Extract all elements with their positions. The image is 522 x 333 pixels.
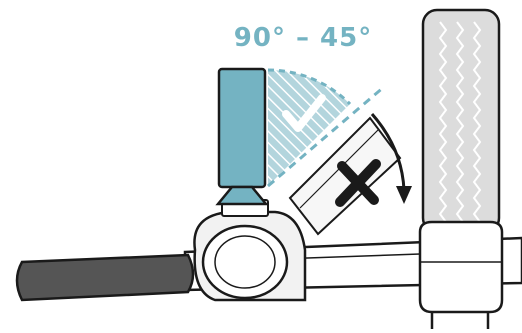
tire-tread: [438, 21, 482, 223]
limit-line-45: [267, 84, 386, 188]
tire: [421, 8, 501, 234]
mount-base: [193, 199, 307, 302]
angle-range-label: 90° – 45°: [233, 23, 373, 53]
stem-clamp: [418, 220, 504, 314]
cross-icon: [335, 159, 381, 207]
check-icon: [282, 94, 326, 132]
curved-arrow-icon: [370, 113, 412, 204]
phone-holder-upright: [215, 67, 269, 206]
allowed-range-sector: [267, 68, 386, 188]
handle-grip: [15, 253, 195, 302]
